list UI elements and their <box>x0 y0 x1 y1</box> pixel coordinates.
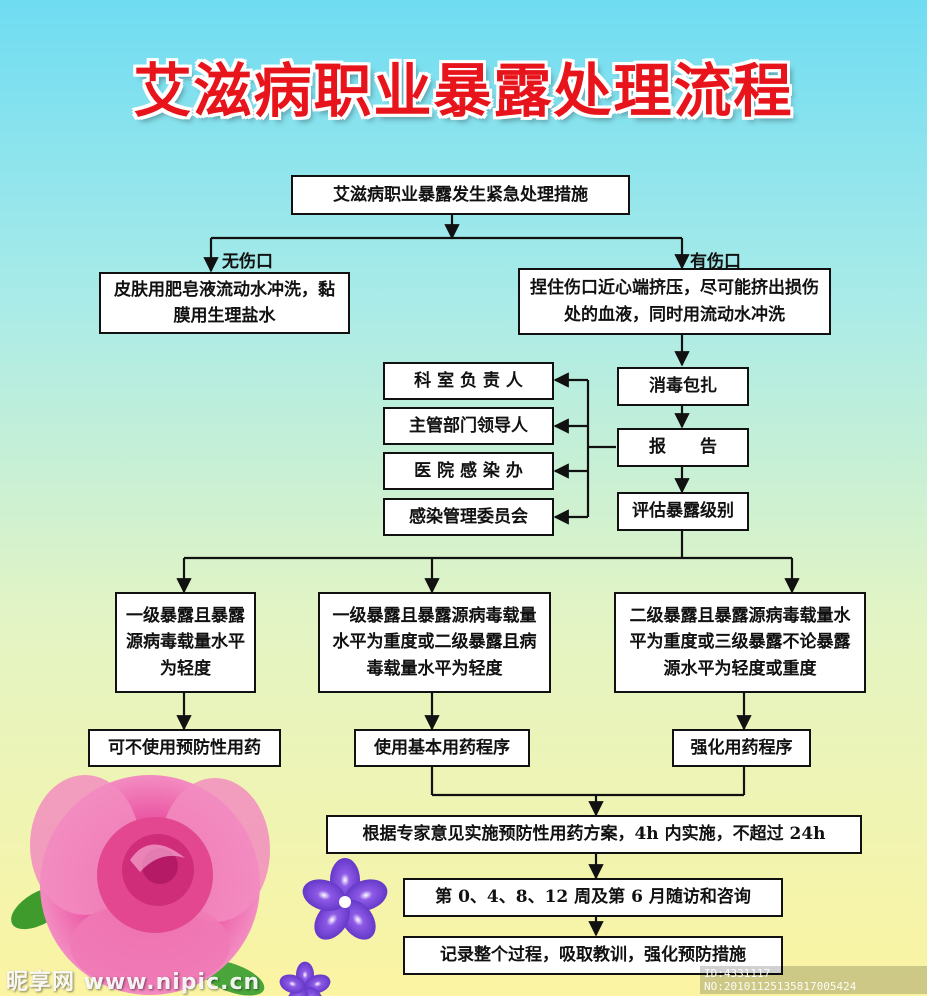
level-node-3: 二级暴露且暴露源病毒载量水平为重度或三级暴露不论暴露源水平为轻度或重度 <box>614 592 866 693</box>
action-node-3: 强化用药程序 <box>672 729 811 767</box>
wound-label: 有伤口 <box>690 252 741 272</box>
recipient-node: 医 院 感 染 办 <box>383 452 554 490</box>
action-node-1: 可不使用预防性用药 <box>88 729 281 767</box>
no-wound-label: 无伤口 <box>222 252 273 272</box>
top-node: 艾滋病职业暴露发生紧急处理措施 <box>291 175 630 215</box>
rose-icon <box>30 775 270 995</box>
final-node-2: 第 0、4、8、12 周及第 6 月随访和咨询 <box>403 878 783 917</box>
no-wound-node: 皮肤用肥皂液流动水冲洗，黏膜用生理盐水 <box>99 272 350 334</box>
evaluate-node: 评估暴露级别 <box>617 492 749 531</box>
recipient-node: 感染管理委员会 <box>383 498 554 536</box>
page-title: 艾滋病职业暴露处理流程 <box>133 57 794 125</box>
watermark-site: 昵享网 www.nipic.cn <box>6 970 261 995</box>
final-node-3: 记录整个过程，吸取教训，强化预防措施 <box>403 936 783 975</box>
disinfect-node: 消毒包扎 <box>617 367 749 406</box>
recipient-node: 主管部门领导人 <box>383 407 554 445</box>
periwinkle-flower-icon <box>279 858 388 996</box>
action-node-2: 使用基本用药程序 <box>354 729 530 767</box>
recipient-node: 科 室 负 责 人 <box>383 362 554 400</box>
level-node-2: 一级暴露且暴露源病毒载量水平为重度或二级暴露且病毒载量水平为轻度 <box>318 592 551 693</box>
watermark-id: ID:4331117 NO:20101125135817005424 <box>700 966 927 994</box>
final-node-1: 根据专家意见实施预防性用药方案，4h 内实施，不超过 24h <box>326 815 862 854</box>
wound-node: 捏住伤口近心端挤压，尽可能挤出损伤处的血液，同时用流动水冲洗 <box>518 268 831 335</box>
report-node: 报 告 <box>617 428 749 467</box>
level-node-1: 一级暴露且暴露源病毒载量水平为轻度 <box>115 592 256 693</box>
